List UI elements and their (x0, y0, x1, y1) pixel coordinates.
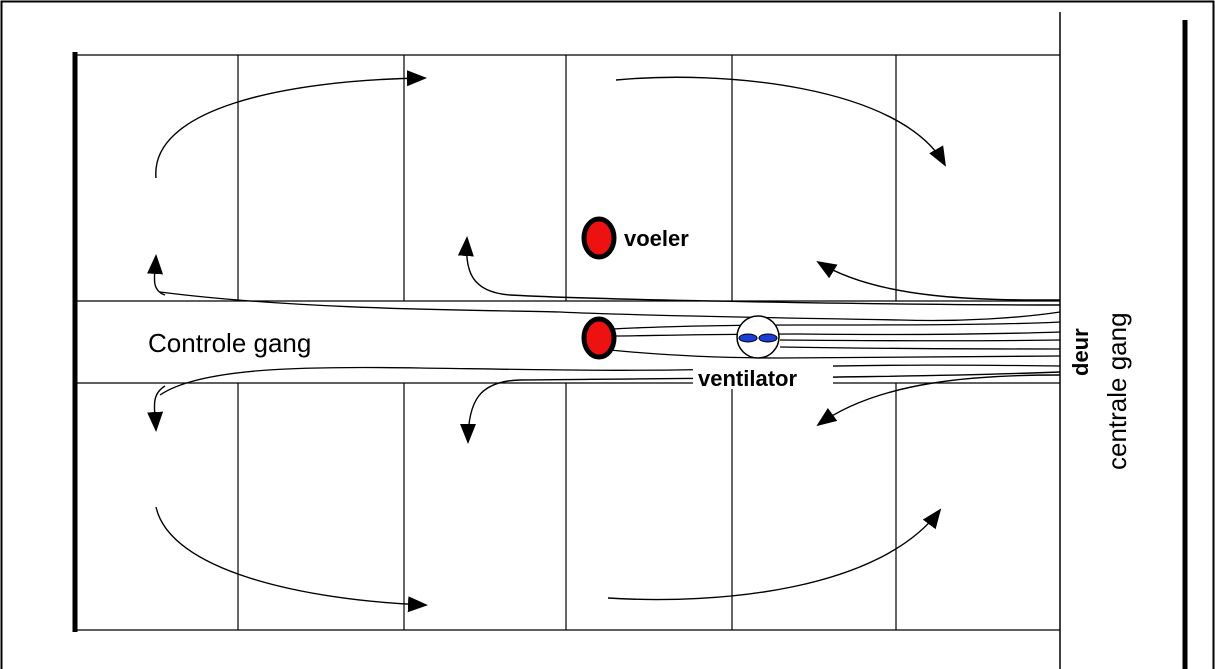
arrow-aisle-up-mid (457, 236, 1061, 306)
arrow-upper-right (615, 76, 946, 167)
airflow-lines (159, 291, 1061, 396)
sensor-aisle (581, 316, 617, 360)
arrow-aisle-up-left (147, 254, 166, 296)
arrow-aisle-down-right (816, 374, 1061, 427)
door-label: deur (1068, 328, 1093, 376)
arrow-aisle-down-left (147, 385, 166, 432)
sensor-label: voeler (624, 226, 689, 251)
arrow-upper-left (155, 70, 427, 179)
fan-label-bg (693, 365, 833, 389)
pen-grid (75, 54, 1060, 631)
central-aisle-label: centrale gang (1102, 312, 1132, 470)
arrow-lower-left (155, 506, 428, 613)
arrow-lower-right (607, 508, 942, 601)
airflow-arrows (147, 70, 1061, 613)
arrow-aisle-down-mid (460, 371, 1061, 444)
fan-label: ventilator (698, 366, 797, 391)
fan-icon (736, 315, 780, 359)
sensor-upper (581, 216, 617, 260)
arrow-aisle-up-right (816, 260, 1061, 301)
control-aisle-label: Controle gang (148, 328, 311, 358)
